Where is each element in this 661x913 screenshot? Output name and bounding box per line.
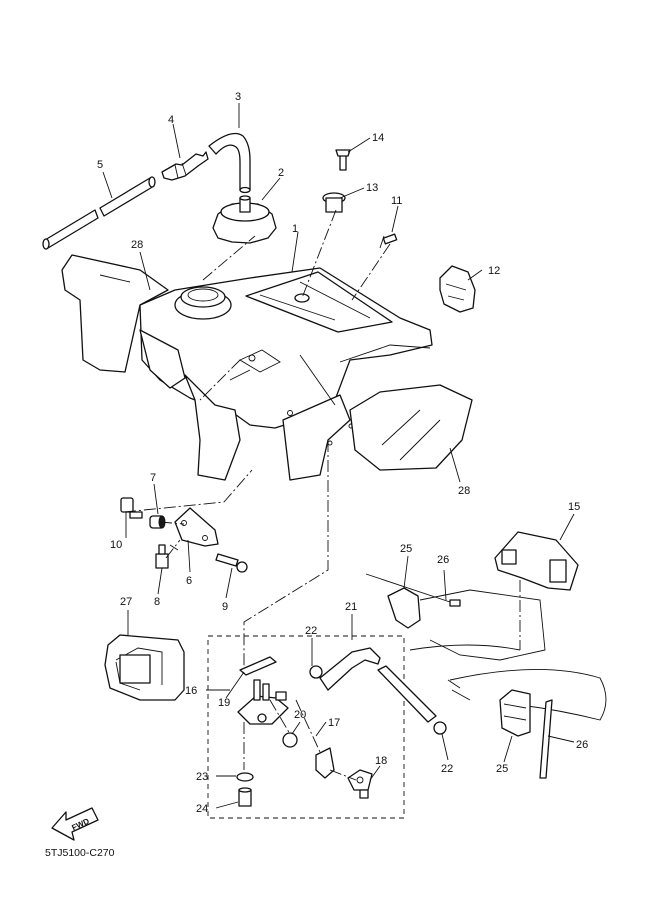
leader-lines [102, 103, 575, 809]
callout-2: 2 [278, 167, 284, 179]
lever-17 [315, 747, 335, 779]
callout-15: 15 [568, 501, 580, 513]
callout-25-upper: 25 [400, 543, 412, 555]
breather-hose [208, 132, 251, 194]
collar-13 [322, 192, 346, 213]
cable-tie-26-upper [365, 573, 461, 607]
damper-12 [439, 265, 476, 313]
check-valve [161, 151, 209, 181]
callout-25-lower: 25 [496, 763, 508, 775]
callout-8: 8 [154, 596, 160, 608]
callout-4: 4 [168, 114, 174, 126]
callout-22-lower: 22 [441, 763, 453, 775]
callout-11: 11 [391, 195, 402, 207]
callout-10: 10 [110, 539, 122, 551]
bolt-24 [238, 787, 252, 807]
callout-26-lower: 26 [576, 739, 588, 751]
callout-23: 23 [196, 771, 208, 783]
vent-hose [42, 176, 156, 250]
clip-22-lower [433, 721, 447, 735]
bolt-11 [379, 233, 398, 249]
callout-22-upper: 22 [305, 625, 317, 637]
callout-6: 6 [186, 575, 192, 587]
oring-20 [282, 732, 298, 748]
callout-21: 21 [345, 601, 357, 613]
frame-section [409, 589, 607, 721]
drawing-code: 5TJ5100-C270 [45, 847, 115, 859]
petcock-body [237, 679, 289, 725]
bolt-10 [120, 497, 143, 519]
callout-7: 7 [150, 472, 156, 484]
callout-28-lower: 28 [458, 485, 470, 497]
assembly-center-lines [123, 209, 521, 781]
callout-1: 1 [292, 223, 298, 235]
clip-22-upper [309, 665, 323, 679]
fuel-hose-21 [319, 647, 437, 723]
cable-tie-26-lower [539, 699, 553, 779]
callout-9: 9 [222, 601, 228, 613]
bolt-8 [155, 544, 179, 569]
callout-16: 16 [185, 685, 197, 697]
bolt-9 [215, 553, 248, 573]
callout-24: 24 [196, 803, 208, 815]
callout-20: 20 [294, 709, 306, 721]
tank-shroud-right [339, 344, 473, 471]
callout-3: 3 [235, 91, 241, 103]
plate-18 [347, 769, 373, 799]
callout-27: 27 [120, 596, 132, 608]
clamp-25-upper [387, 587, 421, 629]
callout-13: 13 [366, 182, 378, 194]
callout-17: 17 [328, 717, 340, 729]
tank-shroud-left [61, 254, 169, 373]
callout-5: 5 [97, 159, 103, 171]
fuel-tank [139, 267, 433, 481]
forward-arrow-icon: FWD [51, 807, 99, 841]
ecu-bracket-15 [494, 531, 579, 591]
callout-26-upper: 26 [437, 554, 449, 566]
callout-14: 14 [372, 132, 384, 144]
tank-rubber-27 [104, 634, 185, 701]
washer-23 [236, 772, 254, 782]
callout-19: 19 [218, 697, 230, 709]
gasket-19 [239, 656, 277, 676]
bracket-6 [174, 507, 219, 547]
callout-28-upper: 28 [131, 239, 143, 251]
callout-numbers: 3 4 5 2 14 13 1 11 12 28 28 7 10 8 6 9 2… [97, 91, 588, 815]
clamp-25-lower [499, 689, 531, 737]
callout-18: 18 [375, 755, 387, 767]
fuel-cap [212, 195, 277, 244]
bolt-14 [335, 149, 351, 171]
callout-12: 12 [488, 265, 500, 277]
